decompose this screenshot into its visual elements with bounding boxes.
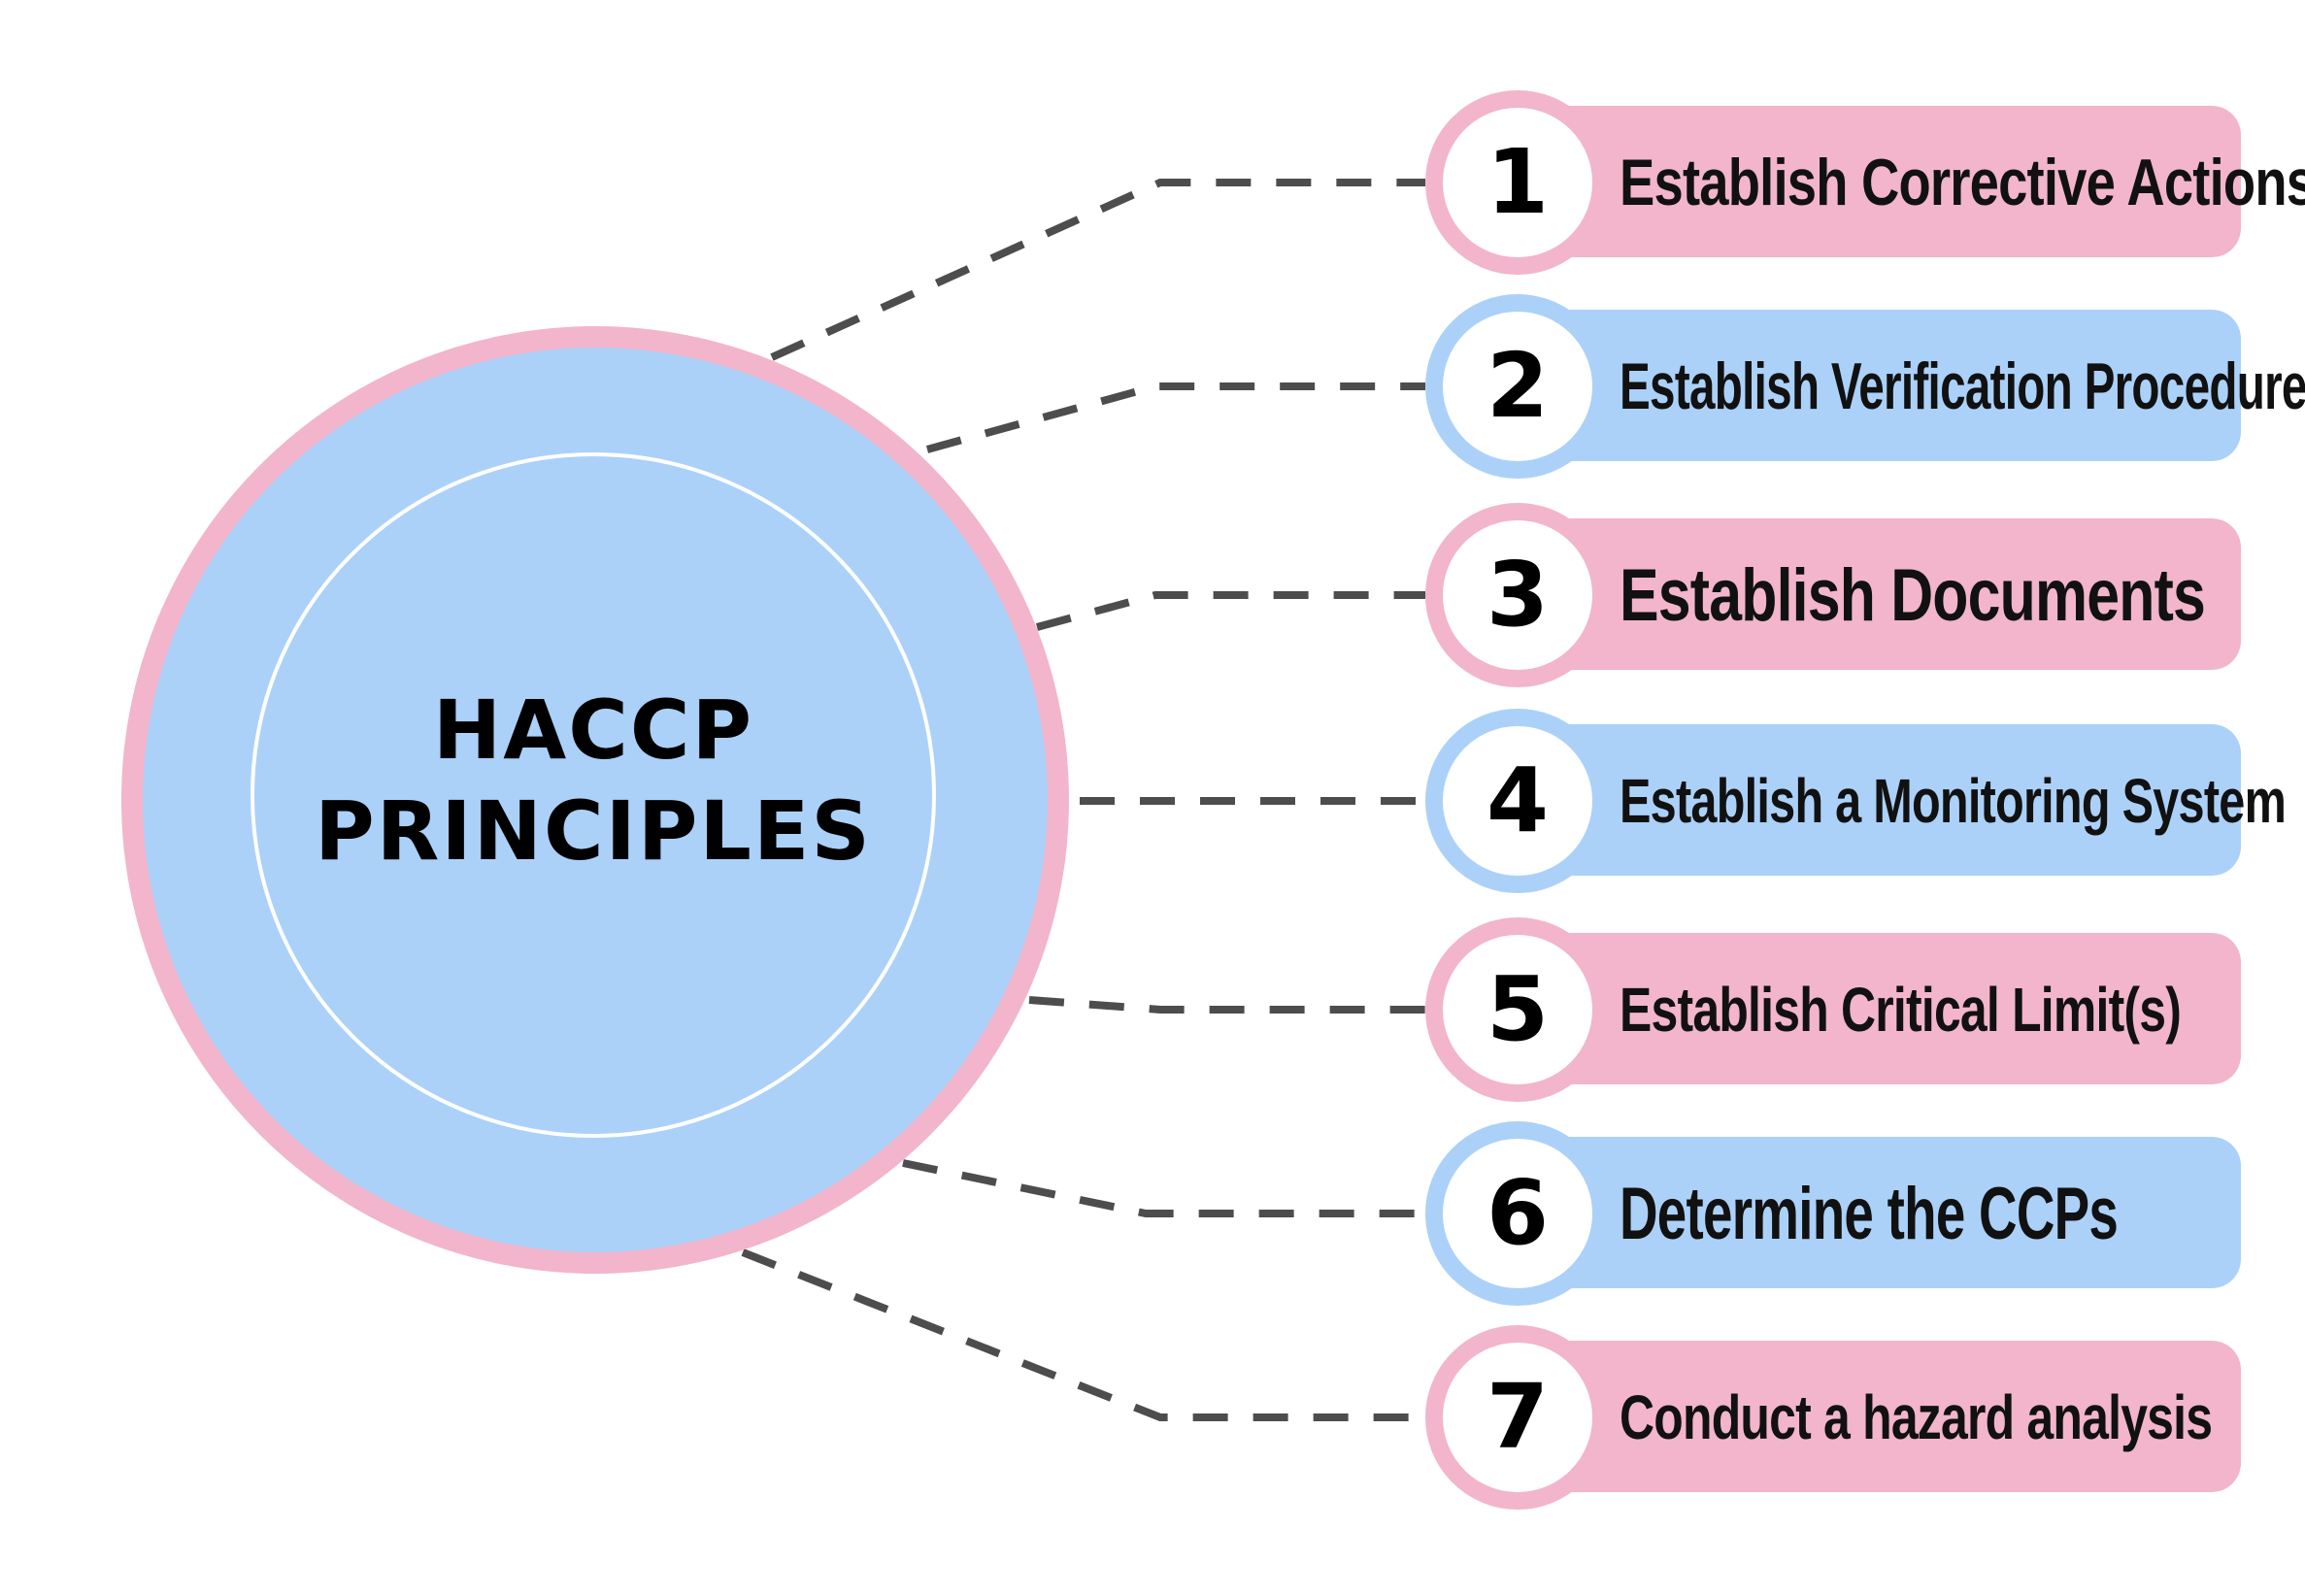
connector-line-1 — [770, 179, 1425, 361]
principle-item-7: 7 Conduct a hazard analysis — [1425, 1325, 2241, 1510]
principle-number: 3 — [1486, 543, 1549, 647]
connector-line-7 — [741, 1248, 1425, 1421]
principle-bar — [1522, 1341, 2241, 1492]
principle-number: 4 — [1486, 748, 1549, 852]
principle-number: 7 — [1486, 1365, 1549, 1469]
principle-label: Establish Corrective Actions — [1620, 146, 2305, 219]
hub-title-line-2: PRINCIPLES — [315, 783, 872, 879]
principle-label: Establish Verification Procedures — [1620, 349, 2305, 423]
principle-number-badge: 7 — [1425, 1325, 1610, 1510]
principle-bar — [1522, 724, 2241, 876]
principle-label: Establish a Monitoring System — [1620, 766, 2287, 836]
principle-bar — [1522, 518, 2241, 670]
connector-line-6 — [902, 1159, 1425, 1217]
principle-bar — [1522, 310, 2241, 461]
principle-number: 2 — [1486, 334, 1549, 438]
principle-bar — [1522, 106, 2241, 257]
principle-label: Conduct a hazard analysis — [1620, 1382, 2213, 1452]
principle-number: 6 — [1486, 1161, 1549, 1265]
connector-line-5 — [1028, 996, 1425, 1014]
principle-number-badge: 2 — [1425, 294, 1610, 479]
principle-number-badge: 1 — [1425, 90, 1610, 275]
principle-item-3: 3 Establish Documents — [1425, 503, 2241, 687]
hub-title: HACCP PRINCIPLES — [251, 680, 936, 881]
connector-line-3 — [1035, 591, 1425, 631]
principle-number: 1 — [1486, 130, 1549, 234]
principle-item-2: 2 Establish Verification Procedures — [1425, 294, 2305, 479]
principle-bar — [1522, 1137, 2241, 1288]
hub-title-line-1: HACCP — [432, 682, 754, 778]
principle-item-1: 1 Establish Corrective Actions — [1425, 90, 2305, 275]
principle-number-badge: 5 — [1425, 917, 1610, 1102]
principle-label: Determine the CCPs — [1620, 1172, 2119, 1255]
principle-number-badge: 3 — [1425, 503, 1610, 687]
principle-number-badge: 6 — [1425, 1121, 1610, 1306]
principle-number: 5 — [1486, 957, 1549, 1061]
hub-inner-ring — [251, 452, 936, 1138]
principle-label: Establish Critical Limit(s) — [1620, 975, 2182, 1045]
principle-bar — [1522, 933, 2241, 1084]
principle-number-badge: 4 — [1425, 709, 1610, 893]
principle-item-6: 6 Determine the CCPs — [1425, 1121, 2241, 1306]
principle-label: Establish Documents — [1620, 553, 2206, 637]
principle-item-4: 4 Establish a Monitoring System — [1425, 709, 2287, 893]
connector-line-2 — [925, 382, 1425, 453]
principle-item-5: 5 Establish Critical Limit(s) — [1425, 917, 2241, 1102]
